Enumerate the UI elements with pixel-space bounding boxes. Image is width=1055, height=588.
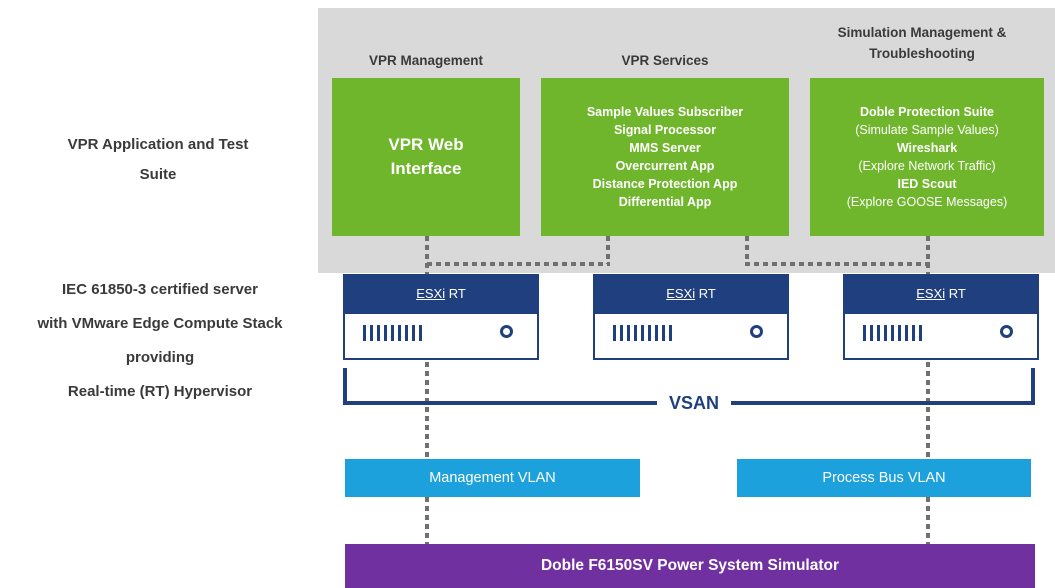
box-line: IED Scout bbox=[897, 177, 957, 191]
drive-bays-icon bbox=[613, 325, 672, 341]
esxi-label: ESXi bbox=[416, 286, 446, 301]
heading-line: VPR Services bbox=[621, 53, 709, 68]
connector-line bbox=[606, 236, 610, 264]
rt-label: RT bbox=[695, 286, 716, 301]
simulation-tools-box: Doble Protection Suite (Simulate Sample … bbox=[810, 78, 1044, 236]
vsan-bracket-left bbox=[343, 368, 347, 405]
management-vlan: Management VLAN bbox=[345, 459, 640, 497]
app-suite-label-line: VPR Application and Test bbox=[67, 136, 249, 153]
server-body bbox=[845, 314, 1037, 352]
power-indicator-icon bbox=[750, 325, 763, 338]
simulation-management-heading: Simulation Management & Troubleshooting bbox=[800, 22, 1044, 64]
connector-line bbox=[745, 236, 749, 264]
vpr-services-heading: VPR Services bbox=[541, 50, 789, 71]
vsan-bracket-right bbox=[1031, 368, 1035, 405]
rt-label: RT bbox=[945, 286, 966, 301]
power-indicator-icon bbox=[1000, 325, 1013, 338]
box-line: Differential App bbox=[618, 195, 712, 209]
vpr-services-box: Sample Values Subscriber Signal Processo… bbox=[541, 78, 789, 236]
esxi-server-3: ESXi RT bbox=[843, 274, 1039, 360]
app-suite-label: VPR Application and Test Suite bbox=[18, 130, 298, 190]
vsan-label: VSAN bbox=[657, 391, 732, 415]
box-line: VPR Web bbox=[388, 135, 464, 154]
box-line: Overcurrent App bbox=[615, 159, 715, 173]
heading-line: VPR Management bbox=[368, 53, 484, 68]
connector-line bbox=[745, 262, 930, 266]
esxi-server-2: ESXi RT bbox=[593, 274, 789, 360]
vpr-web-interface-box: VPR Web Interface bbox=[332, 78, 520, 236]
connector-line bbox=[926, 236, 930, 544]
server-label-line: providing bbox=[125, 349, 195, 366]
box-line: (Explore Network Traffic) bbox=[858, 159, 996, 173]
app-suite-label-line: Suite bbox=[139, 166, 177, 183]
server-label-line: IEC 61850-3 certified server bbox=[62, 281, 258, 298]
box-line: Doble Protection Suite bbox=[859, 105, 995, 119]
box-line: Interface bbox=[390, 159, 462, 178]
connector-line bbox=[425, 236, 429, 544]
esxi-label: ESXi bbox=[916, 286, 946, 301]
drive-bays-icon bbox=[363, 325, 422, 341]
server-header: ESXi RT bbox=[845, 276, 1037, 314]
box-line: Sample Values Subscriber bbox=[586, 105, 744, 119]
box-line: Distance Protection App bbox=[592, 177, 738, 191]
rt-label: RT bbox=[445, 286, 466, 301]
server-description-label: IEC 61850-3 certified server with VMware… bbox=[5, 273, 315, 409]
power-system-simulator: Doble F6150SV Power System Simulator bbox=[345, 544, 1035, 588]
box-line: (Explore GOOSE Messages) bbox=[846, 195, 1008, 209]
server-header: ESXi RT bbox=[595, 276, 787, 314]
power-indicator-icon bbox=[500, 325, 513, 338]
esxi-server-1: ESXi RT bbox=[343, 274, 539, 360]
box-line: Signal Processor bbox=[613, 123, 717, 137]
drive-bays-icon bbox=[863, 325, 922, 341]
box-line: Wireshark bbox=[896, 141, 958, 155]
vpr-management-heading: VPR Management bbox=[332, 50, 520, 71]
process-bus-vlan: Process Bus VLAN bbox=[737, 459, 1031, 497]
server-body bbox=[595, 314, 787, 352]
box-line: MMS Server bbox=[629, 141, 701, 155]
server-label-line: with VMware Edge Compute Stack bbox=[37, 315, 283, 332]
esxi-label: ESXi bbox=[666, 286, 696, 301]
server-header: ESXi RT bbox=[345, 276, 537, 314]
server-body bbox=[345, 314, 537, 352]
heading-line: Troubleshooting bbox=[869, 46, 975, 61]
server-label-line: Real-time (RT) Hypervisor bbox=[67, 383, 253, 400]
box-line: (Simulate Sample Values) bbox=[855, 123, 999, 137]
heading-line: Simulation Management & bbox=[837, 25, 1007, 40]
connector-line bbox=[427, 262, 610, 266]
